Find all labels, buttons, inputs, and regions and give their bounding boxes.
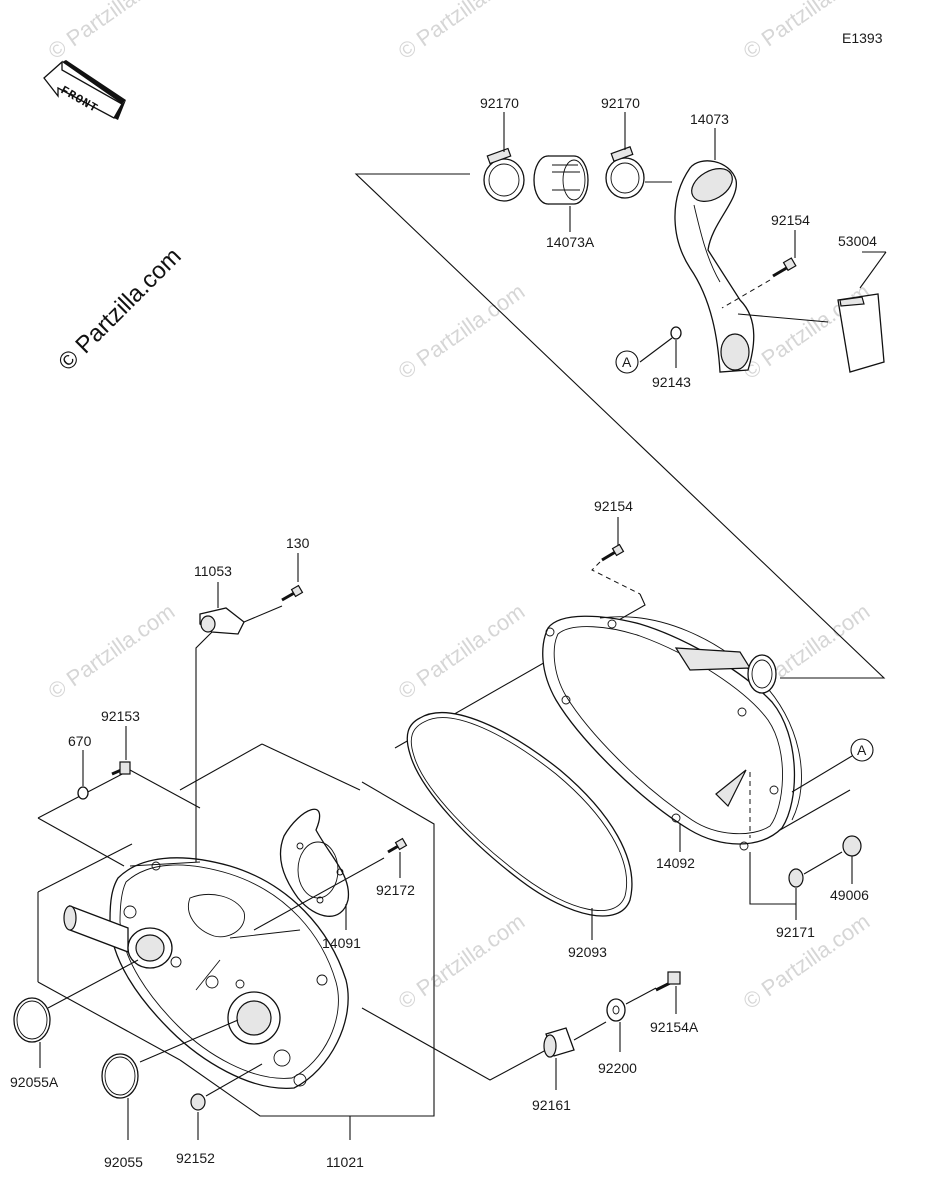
inner-cover-11021	[63, 857, 349, 1089]
clamp-92170-left	[483, 147, 525, 202]
outer-cover-14092	[542, 615, 802, 851]
part-label: 92170	[601, 95, 640, 111]
bolt-92154-cover	[601, 543, 625, 562]
part-label: 49006	[830, 887, 869, 903]
bolt-92154A	[655, 971, 681, 992]
part-label: 92200	[598, 1060, 637, 1076]
watermark: © Partzilla.com	[394, 0, 530, 64]
part-label: 92171	[776, 924, 815, 940]
plate-14091	[279, 808, 350, 917]
hose-14073A	[533, 155, 589, 205]
front-arrow-icon: FRONT	[43, 60, 126, 120]
washer-92200	[606, 998, 626, 1022]
part-label: 92143	[652, 374, 691, 390]
watermark: © Partzilla.com	[394, 279, 530, 385]
part-label: 92170	[480, 95, 519, 111]
watermark: © Partzilla.com	[394, 909, 530, 1015]
part-label: 11021	[326, 1154, 364, 1170]
part-label: 130	[286, 535, 310, 551]
plug-92152	[190, 1093, 206, 1111]
watermark: © Partzilla.com	[394, 599, 530, 705]
part-label: 92172	[376, 882, 415, 898]
part-label: 92161	[532, 1097, 571, 1113]
part-label: 92055A	[10, 1074, 59, 1090]
bolt-92153	[111, 761, 131, 776]
watermark: © Partzilla.com	[44, 0, 180, 64]
o-ring-92055	[101, 1053, 139, 1099]
part-label: 14092	[656, 855, 695, 871]
gasket-92093	[406, 712, 633, 917]
part-label: 92153	[101, 708, 140, 724]
duct-14073	[674, 160, 755, 373]
washer-92143	[670, 326, 682, 340]
bolt-92154-top	[772, 257, 797, 278]
copyright-text: © Partzilla.com	[53, 243, 186, 376]
callout-a-top: A	[615, 350, 639, 374]
bracket-11053	[199, 607, 245, 635]
grommet-92161	[543, 1027, 575, 1058]
o-ring-92055A	[13, 997, 51, 1043]
part-label: 14073A	[546, 234, 595, 250]
part-label: 14073	[690, 111, 729, 127]
watermark: © Partzilla.com	[44, 599, 180, 705]
callout-a-cover: A	[850, 738, 874, 762]
bolt-130	[281, 584, 304, 602]
part-label: 92055	[104, 1154, 143, 1170]
o-ring-670	[77, 786, 89, 800]
decal-53004	[837, 293, 885, 373]
part-label: 14091	[322, 935, 361, 951]
diagram-code: E1393	[842, 30, 883, 46]
part-label: 92154	[771, 212, 810, 228]
part-label: 92154	[594, 498, 633, 514]
clip-92171	[788, 868, 804, 888]
part-label: 53004	[838, 233, 877, 249]
part-label: 92093	[568, 944, 607, 960]
cap-49006	[842, 835, 862, 857]
bolt-92172	[387, 837, 408, 854]
part-label: 92152	[176, 1150, 215, 1166]
part-label: 670	[68, 733, 92, 749]
svg-text:A: A	[857, 742, 867, 758]
part-label: 92154A	[650, 1019, 699, 1035]
part-label: 11053	[194, 563, 232, 579]
clamp-92170-right	[605, 146, 645, 199]
svg-text:A: A	[622, 354, 632, 370]
